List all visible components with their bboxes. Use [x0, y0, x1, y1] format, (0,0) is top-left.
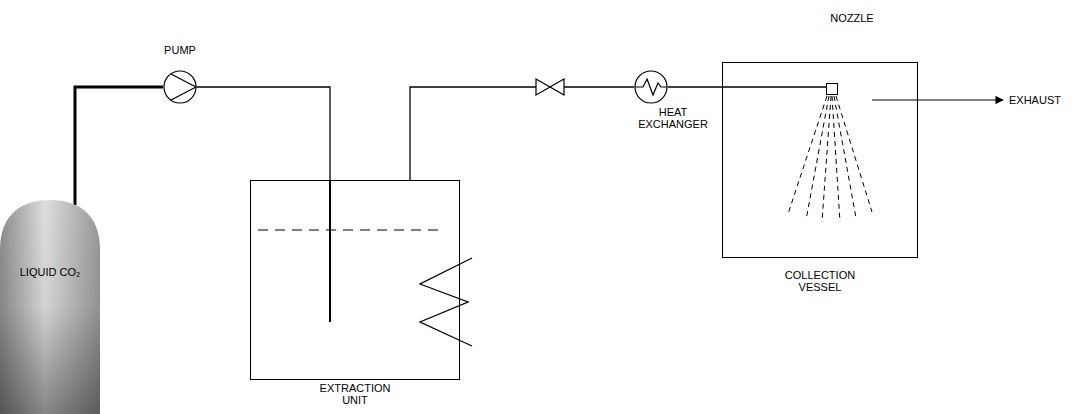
- pipe-connector: [75, 87, 163, 205]
- node-text: PUMP: [145, 44, 215, 56]
- spray-line: [822, 96, 831, 222]
- node-label: LIQUID CO₂: [17, 266, 83, 278]
- gas-cylinder-outline: [0, 200, 100, 414]
- pump-symbol: PUMP: [163, 70, 197, 104]
- node-label: EXTRACTION UNIT: [313, 382, 397, 406]
- node-label: PUMP: [145, 44, 215, 56]
- node-label: HEAT EXCHANGER: [633, 106, 713, 130]
- node-label: COLLECTION VESSEL: [775, 269, 865, 293]
- node-text: EXTRACTION UNIT: [313, 382, 397, 406]
- flow-label: EXHAUST: [1009, 94, 1061, 106]
- heat-exchanger-outline: [634, 70, 668, 104]
- spray-line: [832, 96, 840, 222]
- exhaust-arrow: [872, 99, 1003, 100]
- extraction-vessel: EXTRACTION UNIT: [250, 180, 460, 380]
- heat-exchanger: HEAT EXCHANGER: [634, 70, 668, 104]
- pipe-connector: [410, 87, 634, 180]
- spray-line: [788, 96, 827, 214]
- heating-coil: [420, 258, 472, 346]
- pipe-connector: [197, 87, 330, 180]
- exchanger-casing: [635, 71, 667, 103]
- node-text: LIQUID CO₂: [17, 266, 83, 278]
- pump-casing: [164, 71, 196, 103]
- valve-symbol: [536, 79, 550, 95]
- spray-line: [834, 96, 856, 218]
- liquid-level: [258, 230, 442, 231]
- valve-symbol: [550, 79, 564, 95]
- pump-symbol-outline: [163, 70, 197, 104]
- nozzle: NOZZLE: [826, 83, 838, 95]
- collection-vessel: NOZZLECOLLECTION VESSEL: [722, 62, 918, 258]
- exchanger-coil: [635, 79, 667, 95]
- node-text: COLLECTION VESSEL: [775, 269, 865, 293]
- gas-cylinder: LIQUID CO₂: [0, 200, 100, 414]
- spray-cone: [788, 96, 872, 222]
- spray-line: [836, 96, 872, 212]
- node-label: NOZZLE: [817, 12, 887, 24]
- cylinder-body: [0, 200, 100, 414]
- node-text: HEAT EXCHANGER: [633, 106, 713, 130]
- cylinder-shade: [0, 200, 100, 414]
- dip-tube: [329, 180, 331, 322]
- pump-impeller: [171, 74, 196, 100]
- spray-line: [806, 96, 829, 220]
- pipe-connector: [668, 86, 826, 87]
- node-text: NOZZLE: [817, 12, 887, 24]
